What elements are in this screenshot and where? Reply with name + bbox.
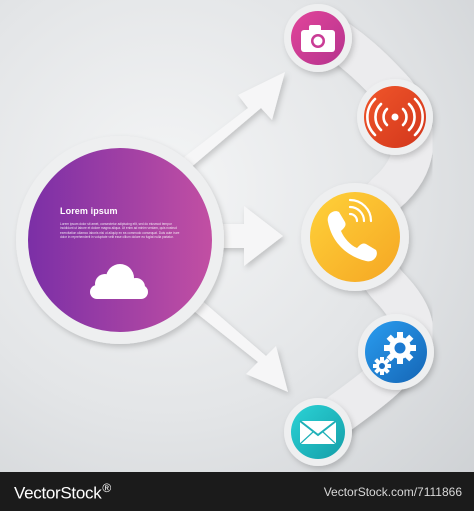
main-circle-title: Lorem ipsum	[60, 206, 118, 216]
main-circle	[16, 136, 224, 344]
wireless-signal-icon	[366, 97, 424, 137]
trademark-symbol: ®	[102, 481, 111, 495]
node-gear[interactable]	[358, 314, 434, 390]
footer-brand[interactable]: VectorStock®	[14, 481, 111, 504]
cloud-icon	[90, 264, 148, 299]
envelope-icon	[299, 420, 337, 445]
watermark-footer: VectorStock® VectorStock.com/7111866	[0, 472, 474, 511]
node-envelope[interactable]	[284, 398, 352, 466]
phone-icon	[327, 198, 377, 262]
arrow-down-right	[180, 292, 288, 392]
main-circle-body: Lorem ipsum dolor sit amet, consectetur …	[60, 222, 180, 239]
node-camera[interactable]	[284, 4, 352, 72]
footer-brand-name: VectorStock	[14, 483, 102, 503]
node-phone[interactable]	[301, 183, 409, 291]
infographic-canvas: Lorem ipsum Lorem ipsum dolor sit amet, …	[0, 0, 474, 472]
arrow-right	[210, 206, 283, 266]
arrow-up-right	[170, 72, 285, 174]
main-circle-text: Lorem ipsum Lorem ipsum dolor sit amet, …	[60, 206, 182, 239]
infographic-art	[16, 4, 434, 466]
node-wireless[interactable]	[357, 79, 433, 155]
camera-icon	[301, 25, 335, 52]
footer-url[interactable]: VectorStock.com/7111866	[323, 485, 462, 499]
gear-icon	[373, 332, 416, 375]
